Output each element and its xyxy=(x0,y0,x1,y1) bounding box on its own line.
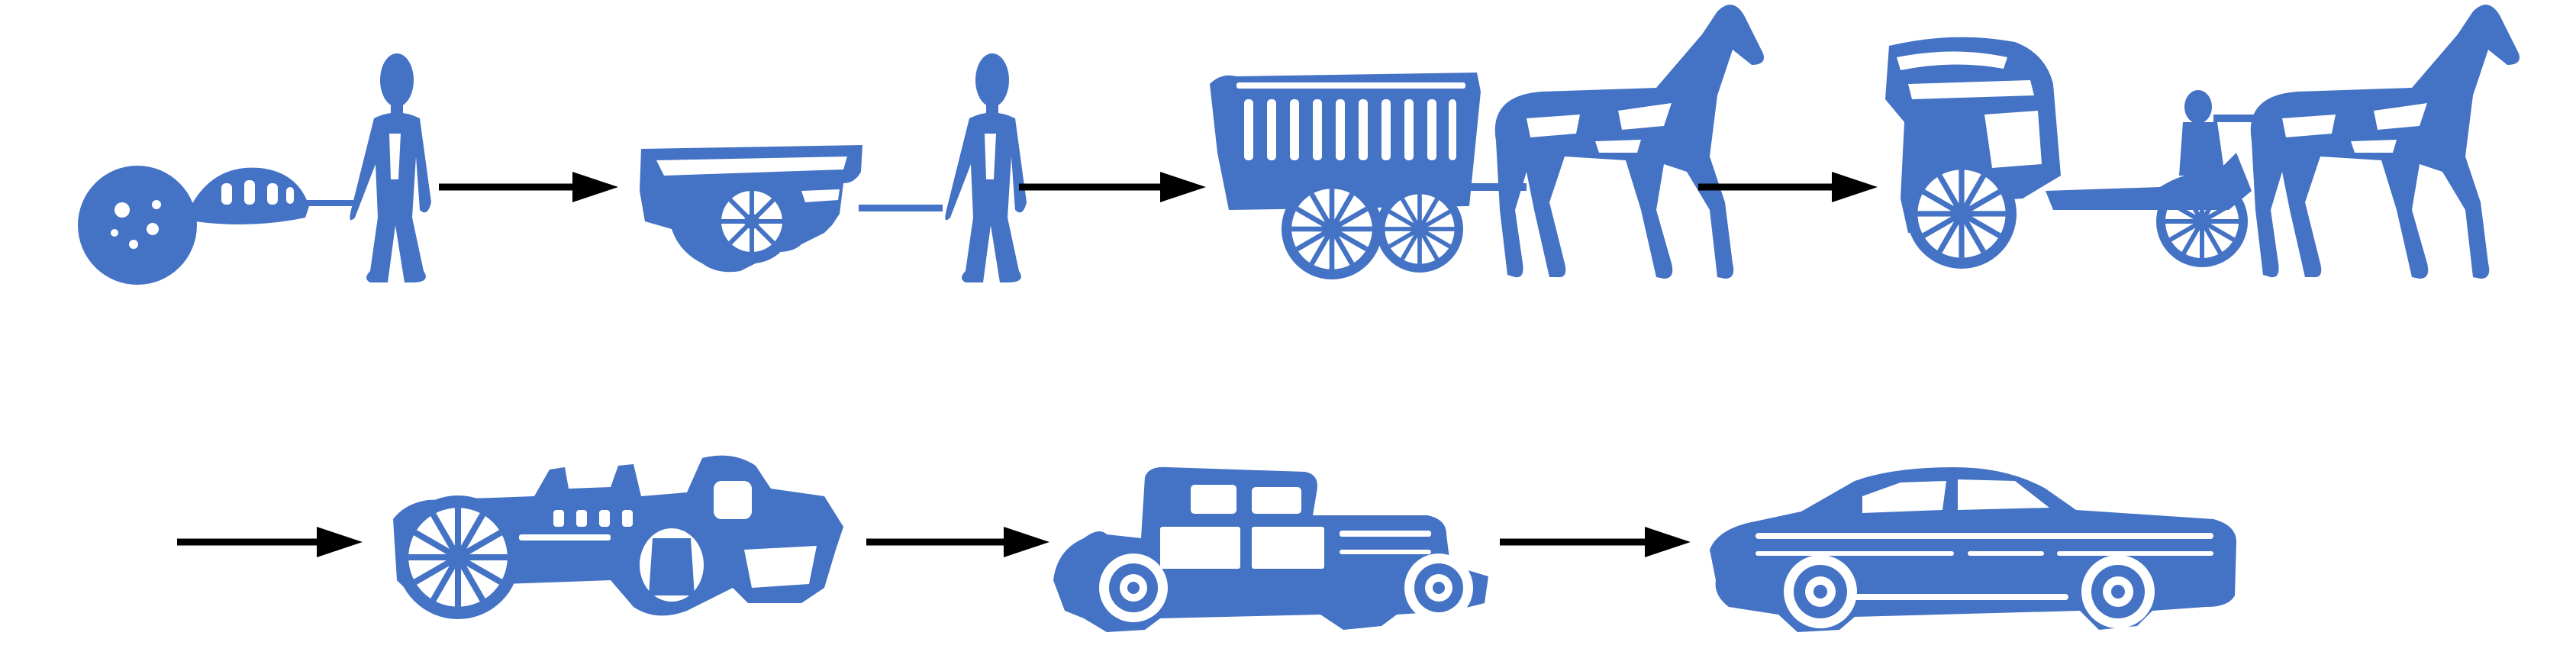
arrow-4 xyxy=(177,527,363,557)
steam-car-icon xyxy=(393,455,843,619)
arrow-6 xyxy=(1500,527,1691,557)
arrow-3 xyxy=(1698,172,1878,202)
stage-horse-drawn-carriage xyxy=(1885,5,2520,279)
modern-car-icon xyxy=(1710,467,2236,632)
rolling-stone-wheel-icon xyxy=(78,166,359,285)
person-icon xyxy=(945,53,1027,282)
horse-wagon-icon xyxy=(1210,73,1527,279)
arrow-5 xyxy=(866,527,1049,557)
arrow-1 xyxy=(439,172,618,202)
stage-horse-drawn-wagon xyxy=(1210,5,1764,279)
stage-vintage-car xyxy=(1053,466,1488,632)
person-icon xyxy=(350,53,431,282)
stage-handcart-with-person xyxy=(640,53,1027,282)
handcart-icon xyxy=(640,145,943,273)
horse-carriage-icon xyxy=(1885,37,2320,269)
horse-icon xyxy=(1494,5,1764,279)
stage-early-steam-automobile xyxy=(393,455,843,619)
stage-modern-car xyxy=(1710,467,2236,632)
stage-stone-wheel-with-person xyxy=(78,53,431,285)
arrow-2 xyxy=(1019,172,1206,202)
vintage-car-icon xyxy=(1053,466,1488,632)
horse-icon xyxy=(2250,5,2520,279)
